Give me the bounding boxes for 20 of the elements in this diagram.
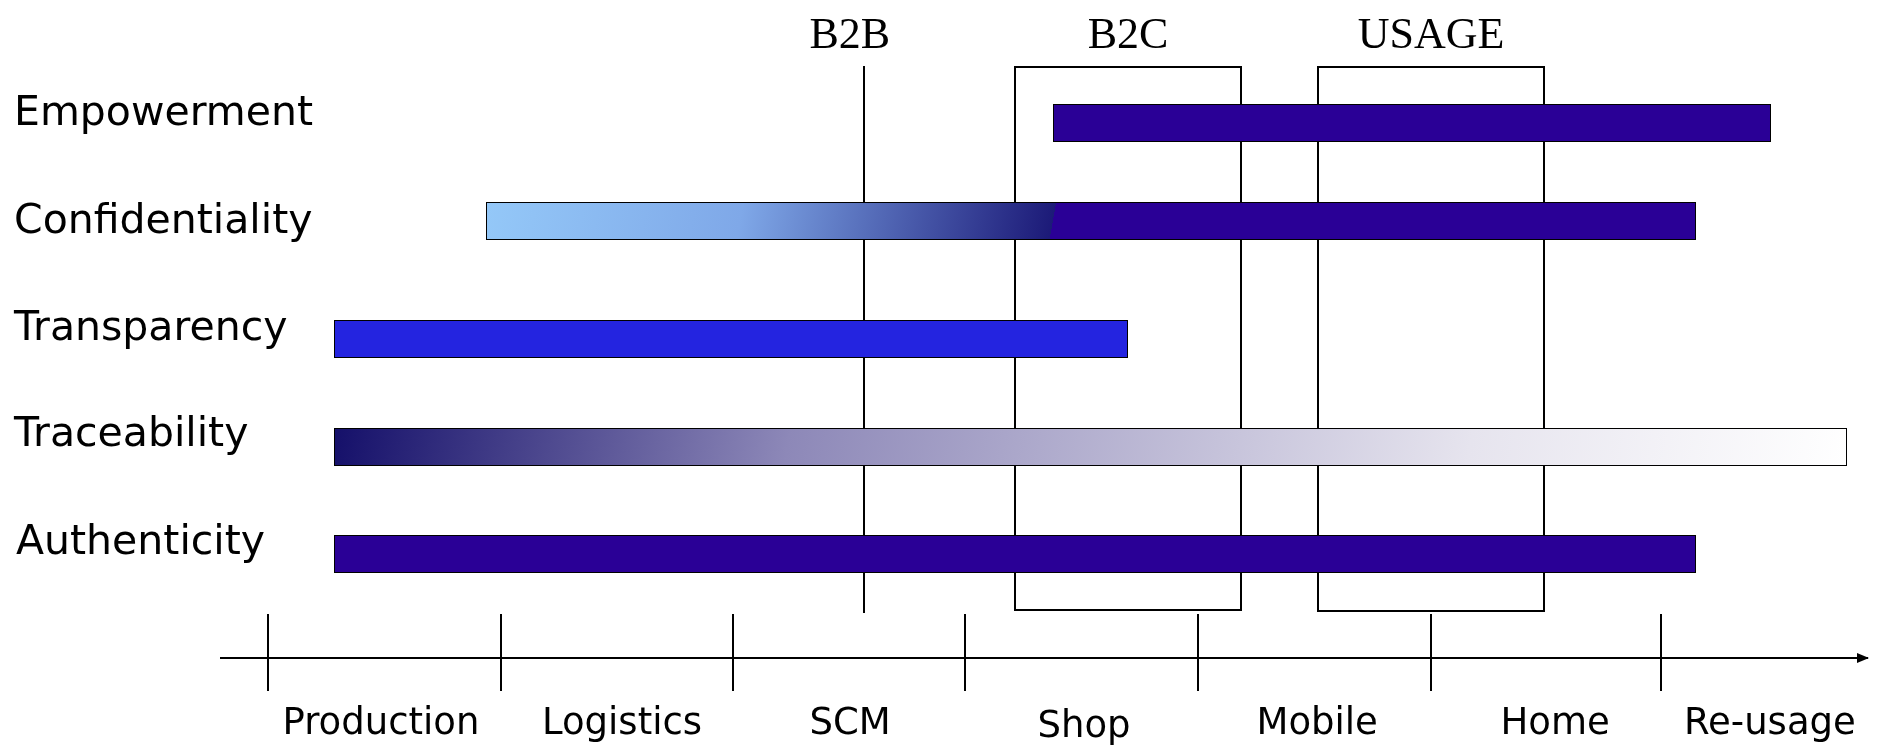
row-label: Authenticity [16,519,266,561]
timeline-bar [486,202,1696,240]
row-label: Empowerment [14,90,314,132]
stage-label: Production [282,702,480,740]
timeline-bar [334,535,1696,573]
timeline-bar [334,320,1128,358]
row-label: Confidentiality [14,198,313,240]
row-label: Traceability [14,411,249,453]
stage-label: Re-usage [1684,702,1856,740]
line-label: B2B [809,12,891,56]
timeline-bar [334,428,1847,466]
row-label: Transparency [14,305,288,347]
timeline-bar [1053,104,1771,142]
bracket-label: USAGE [1356,12,1506,56]
bracket-label: B2C [1086,12,1170,56]
stage-label: Mobile [1256,702,1378,740]
stage-label: Shop [1037,705,1131,743]
stage-label: Logistics [542,702,703,740]
stage-label: SCM [809,702,891,740]
stage-label: Home [1500,702,1610,740]
